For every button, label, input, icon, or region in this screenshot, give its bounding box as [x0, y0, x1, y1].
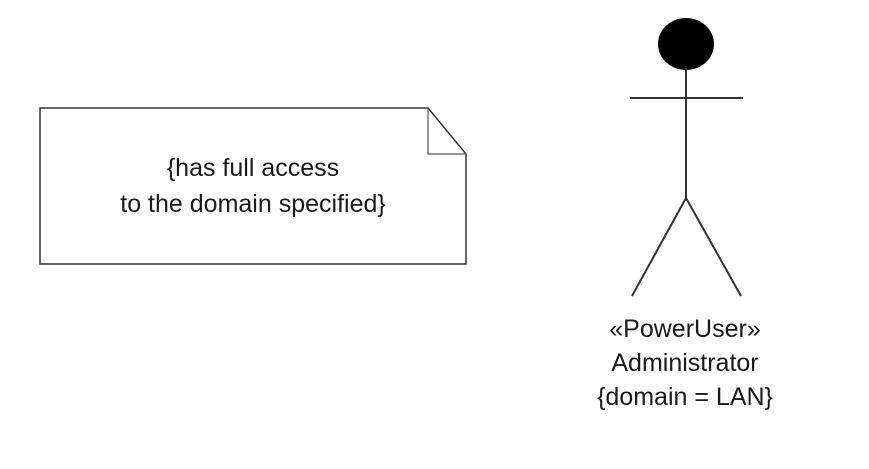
- actor-figure[interactable]: [630, 18, 743, 297]
- actor-name: Administrator: [611, 349, 759, 377]
- actor-right-leg: [685, 197, 742, 297]
- note-body: [39, 107, 467, 265]
- note-text: {has full access to the domain specified…: [40, 150, 466, 222]
- note-text-line-2: to the domain specified}: [120, 190, 386, 218]
- actor-constraint: {domain = LAN}: [597, 383, 773, 411]
- actor-stereotype: «PowerUser»: [609, 315, 761, 343]
- actor-label: «PowerUser» Administrator {domain = LAN}: [560, 312, 810, 414]
- constraint-note[interactable]: [39, 107, 467, 265]
- actor-head: [658, 18, 714, 70]
- note-fold-corner: [427, 108, 466, 155]
- actor-left-leg: [631, 197, 687, 297]
- note-text-line-1: {has full access: [166, 154, 340, 182]
